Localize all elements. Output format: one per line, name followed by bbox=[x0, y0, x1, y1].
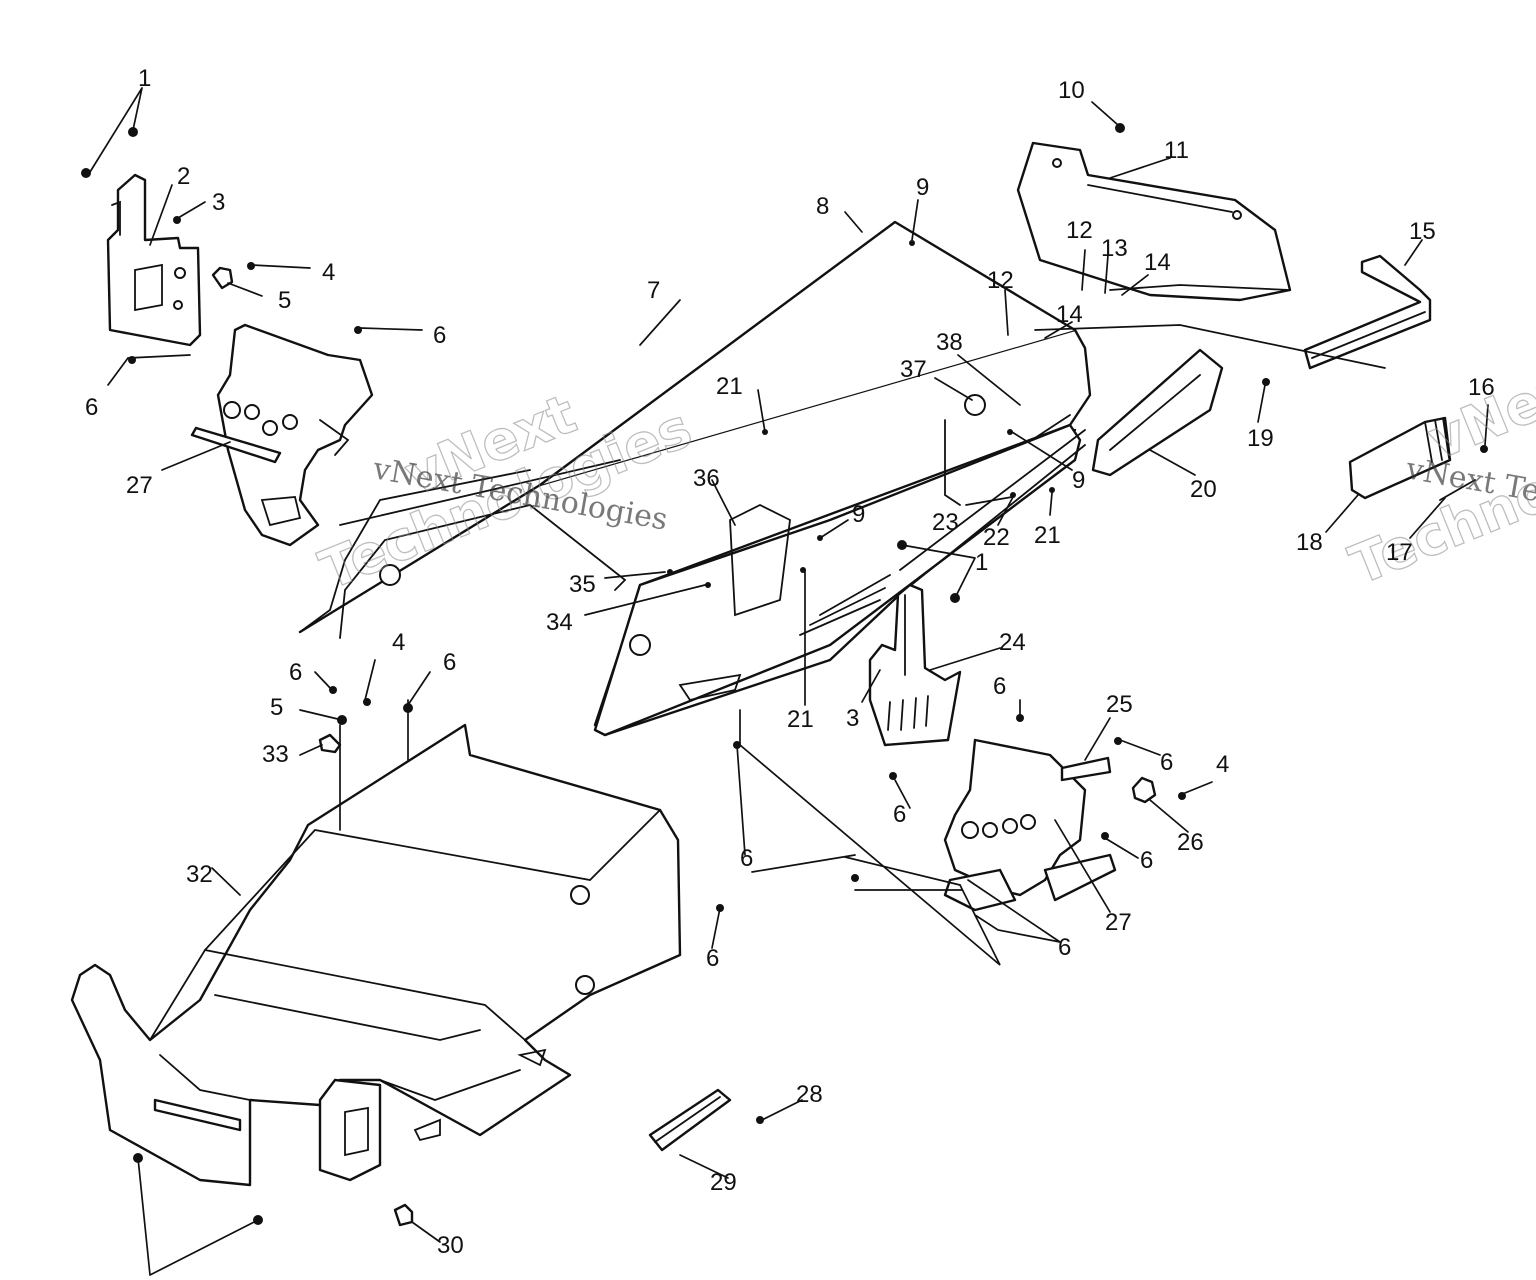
callout-32: 32 bbox=[186, 861, 213, 888]
callout-6: 6 bbox=[740, 845, 753, 872]
right-bracket-24 bbox=[868, 583, 962, 747]
callout-37: 37 bbox=[900, 356, 927, 383]
callout-9: 9 bbox=[852, 501, 865, 528]
rail-15 bbox=[1303, 254, 1432, 370]
callout-26: 26 bbox=[1177, 829, 1204, 856]
callout-4: 4 bbox=[322, 259, 335, 286]
callout-6: 6 bbox=[85, 394, 98, 421]
callout-9: 9 bbox=[916, 174, 929, 201]
callout-10: 10 bbox=[1058, 77, 1085, 104]
parts-16-18 bbox=[1348, 416, 1476, 501]
callout-6: 6 bbox=[433, 322, 446, 349]
callout-6: 6 bbox=[1140, 847, 1153, 874]
callout-12: 12 bbox=[987, 267, 1014, 294]
callout-23: 23 bbox=[932, 509, 959, 536]
callout-15: 15 bbox=[1409, 218, 1436, 245]
callout-4: 4 bbox=[392, 629, 405, 656]
left-footrest-plate bbox=[190, 323, 374, 547]
callout-11: 11 bbox=[1164, 137, 1189, 164]
callout-24: 24 bbox=[999, 629, 1026, 656]
callout-6: 6 bbox=[706, 945, 719, 972]
callout-38: 38 bbox=[936, 329, 963, 356]
callout-36: 36 bbox=[693, 465, 720, 492]
callout-22: 22 bbox=[983, 524, 1010, 551]
callout-2: 2 bbox=[177, 163, 190, 190]
callout-17: 17 bbox=[1386, 539, 1413, 566]
callout-1: 1 bbox=[138, 65, 151, 92]
callout-13: 13 bbox=[1101, 235, 1128, 262]
callout-3: 3 bbox=[212, 189, 225, 216]
callout-34: 34 bbox=[546, 609, 573, 636]
callout-6: 6 bbox=[443, 649, 456, 676]
callout-29: 29 bbox=[710, 1169, 737, 1196]
left-upper-bracket bbox=[106, 173, 234, 347]
callout-28: 28 bbox=[796, 1081, 823, 1108]
callout-3: 3 bbox=[846, 705, 859, 732]
callout-14: 14 bbox=[1056, 301, 1083, 328]
right-footrest-plate bbox=[943, 738, 1157, 912]
callout-27: 27 bbox=[126, 472, 153, 499]
callout-21: 21 bbox=[1034, 522, 1061, 549]
small-parts bbox=[318, 733, 732, 1227]
callout-20: 20 bbox=[1190, 476, 1217, 503]
callout-16: 16 bbox=[1468, 374, 1495, 401]
main-chassis bbox=[298, 220, 1092, 737]
callout-labels: 1 2 3 4 5 6 6 27 7 8 9 10 11 12 13 14 12… bbox=[85, 65, 1495, 1259]
callout-27: 27 bbox=[1105, 909, 1132, 936]
callout-18: 18 bbox=[1296, 529, 1323, 556]
front-bulkhead-32 bbox=[70, 723, 682, 1187]
callout-6: 6 bbox=[1160, 749, 1173, 776]
skid-20 bbox=[1091, 348, 1224, 477]
callout-33: 33 bbox=[262, 741, 289, 768]
callout-1: 1 bbox=[975, 549, 988, 576]
callout-4: 4 bbox=[1216, 751, 1229, 778]
callout-21: 21 bbox=[787, 706, 814, 733]
callout-7: 7 bbox=[647, 277, 660, 304]
callout-30: 30 bbox=[437, 1232, 464, 1259]
callout-5: 5 bbox=[278, 287, 291, 314]
callout-5: 5 bbox=[270, 694, 283, 721]
callout-19: 19 bbox=[1247, 425, 1274, 452]
callout-6: 6 bbox=[1058, 934, 1071, 961]
callout-25: 25 bbox=[1106, 691, 1133, 718]
rear-bracket bbox=[1016, 141, 1292, 302]
callout-9: 9 bbox=[1072, 467, 1085, 494]
callout-8: 8 bbox=[816, 193, 829, 220]
callout-14: 14 bbox=[1144, 249, 1171, 276]
fasteners bbox=[81, 123, 1488, 1225]
callout-6: 6 bbox=[893, 801, 906, 828]
callout-6: 6 bbox=[993, 673, 1006, 700]
callout-35: 35 bbox=[569, 571, 596, 598]
callout-12: 12 bbox=[1066, 217, 1093, 244]
callout-21: 21 bbox=[716, 373, 743, 400]
callout-6: 6 bbox=[289, 659, 302, 686]
